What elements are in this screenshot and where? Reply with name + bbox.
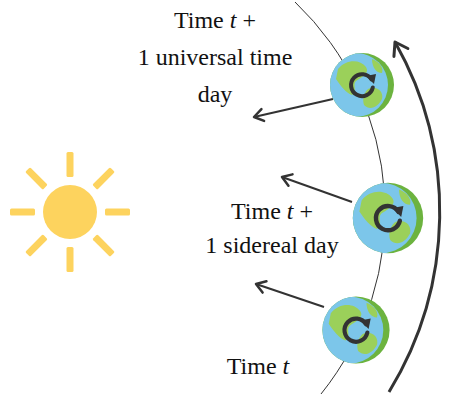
label-word: +	[299, 198, 313, 224]
label-line: Time t +	[138, 2, 293, 39]
label-word: t	[230, 7, 243, 33]
earth-icon	[346, 183, 423, 253]
label-word: Time	[231, 198, 287, 224]
label-word: universal	[156, 44, 250, 70]
earth-icon	[316, 296, 390, 363]
label-word: day	[198, 81, 233, 107]
sun-direction-arrow	[256, 284, 324, 307]
earth-icon	[324, 53, 394, 117]
label-word: 1	[205, 232, 223, 258]
time-label: Time t + 1 sidereal day	[205, 194, 338, 262]
label-word: +	[242, 7, 256, 33]
label-line: Time t	[227, 349, 289, 383]
label-line: 1 sidereal day	[205, 228, 338, 262]
label-line: 1 universal time	[138, 39, 293, 76]
label-word: Time	[227, 353, 283, 379]
label-word: 1	[138, 44, 156, 70]
label-line: day	[138, 76, 293, 113]
time-label: Time t + 1 universal time day	[138, 2, 293, 113]
label-word: sidereal	[223, 232, 304, 258]
label-word: day	[304, 232, 339, 258]
label-word: t	[283, 353, 290, 379]
sun	[10, 152, 130, 272]
label-line: Time t +	[205, 194, 338, 228]
sun-direction-arrow	[254, 99, 333, 117]
label-word: Time	[174, 7, 230, 33]
label-word: t	[287, 198, 300, 224]
time-label: Time t	[227, 349, 289, 383]
label-word: time	[250, 44, 293, 70]
